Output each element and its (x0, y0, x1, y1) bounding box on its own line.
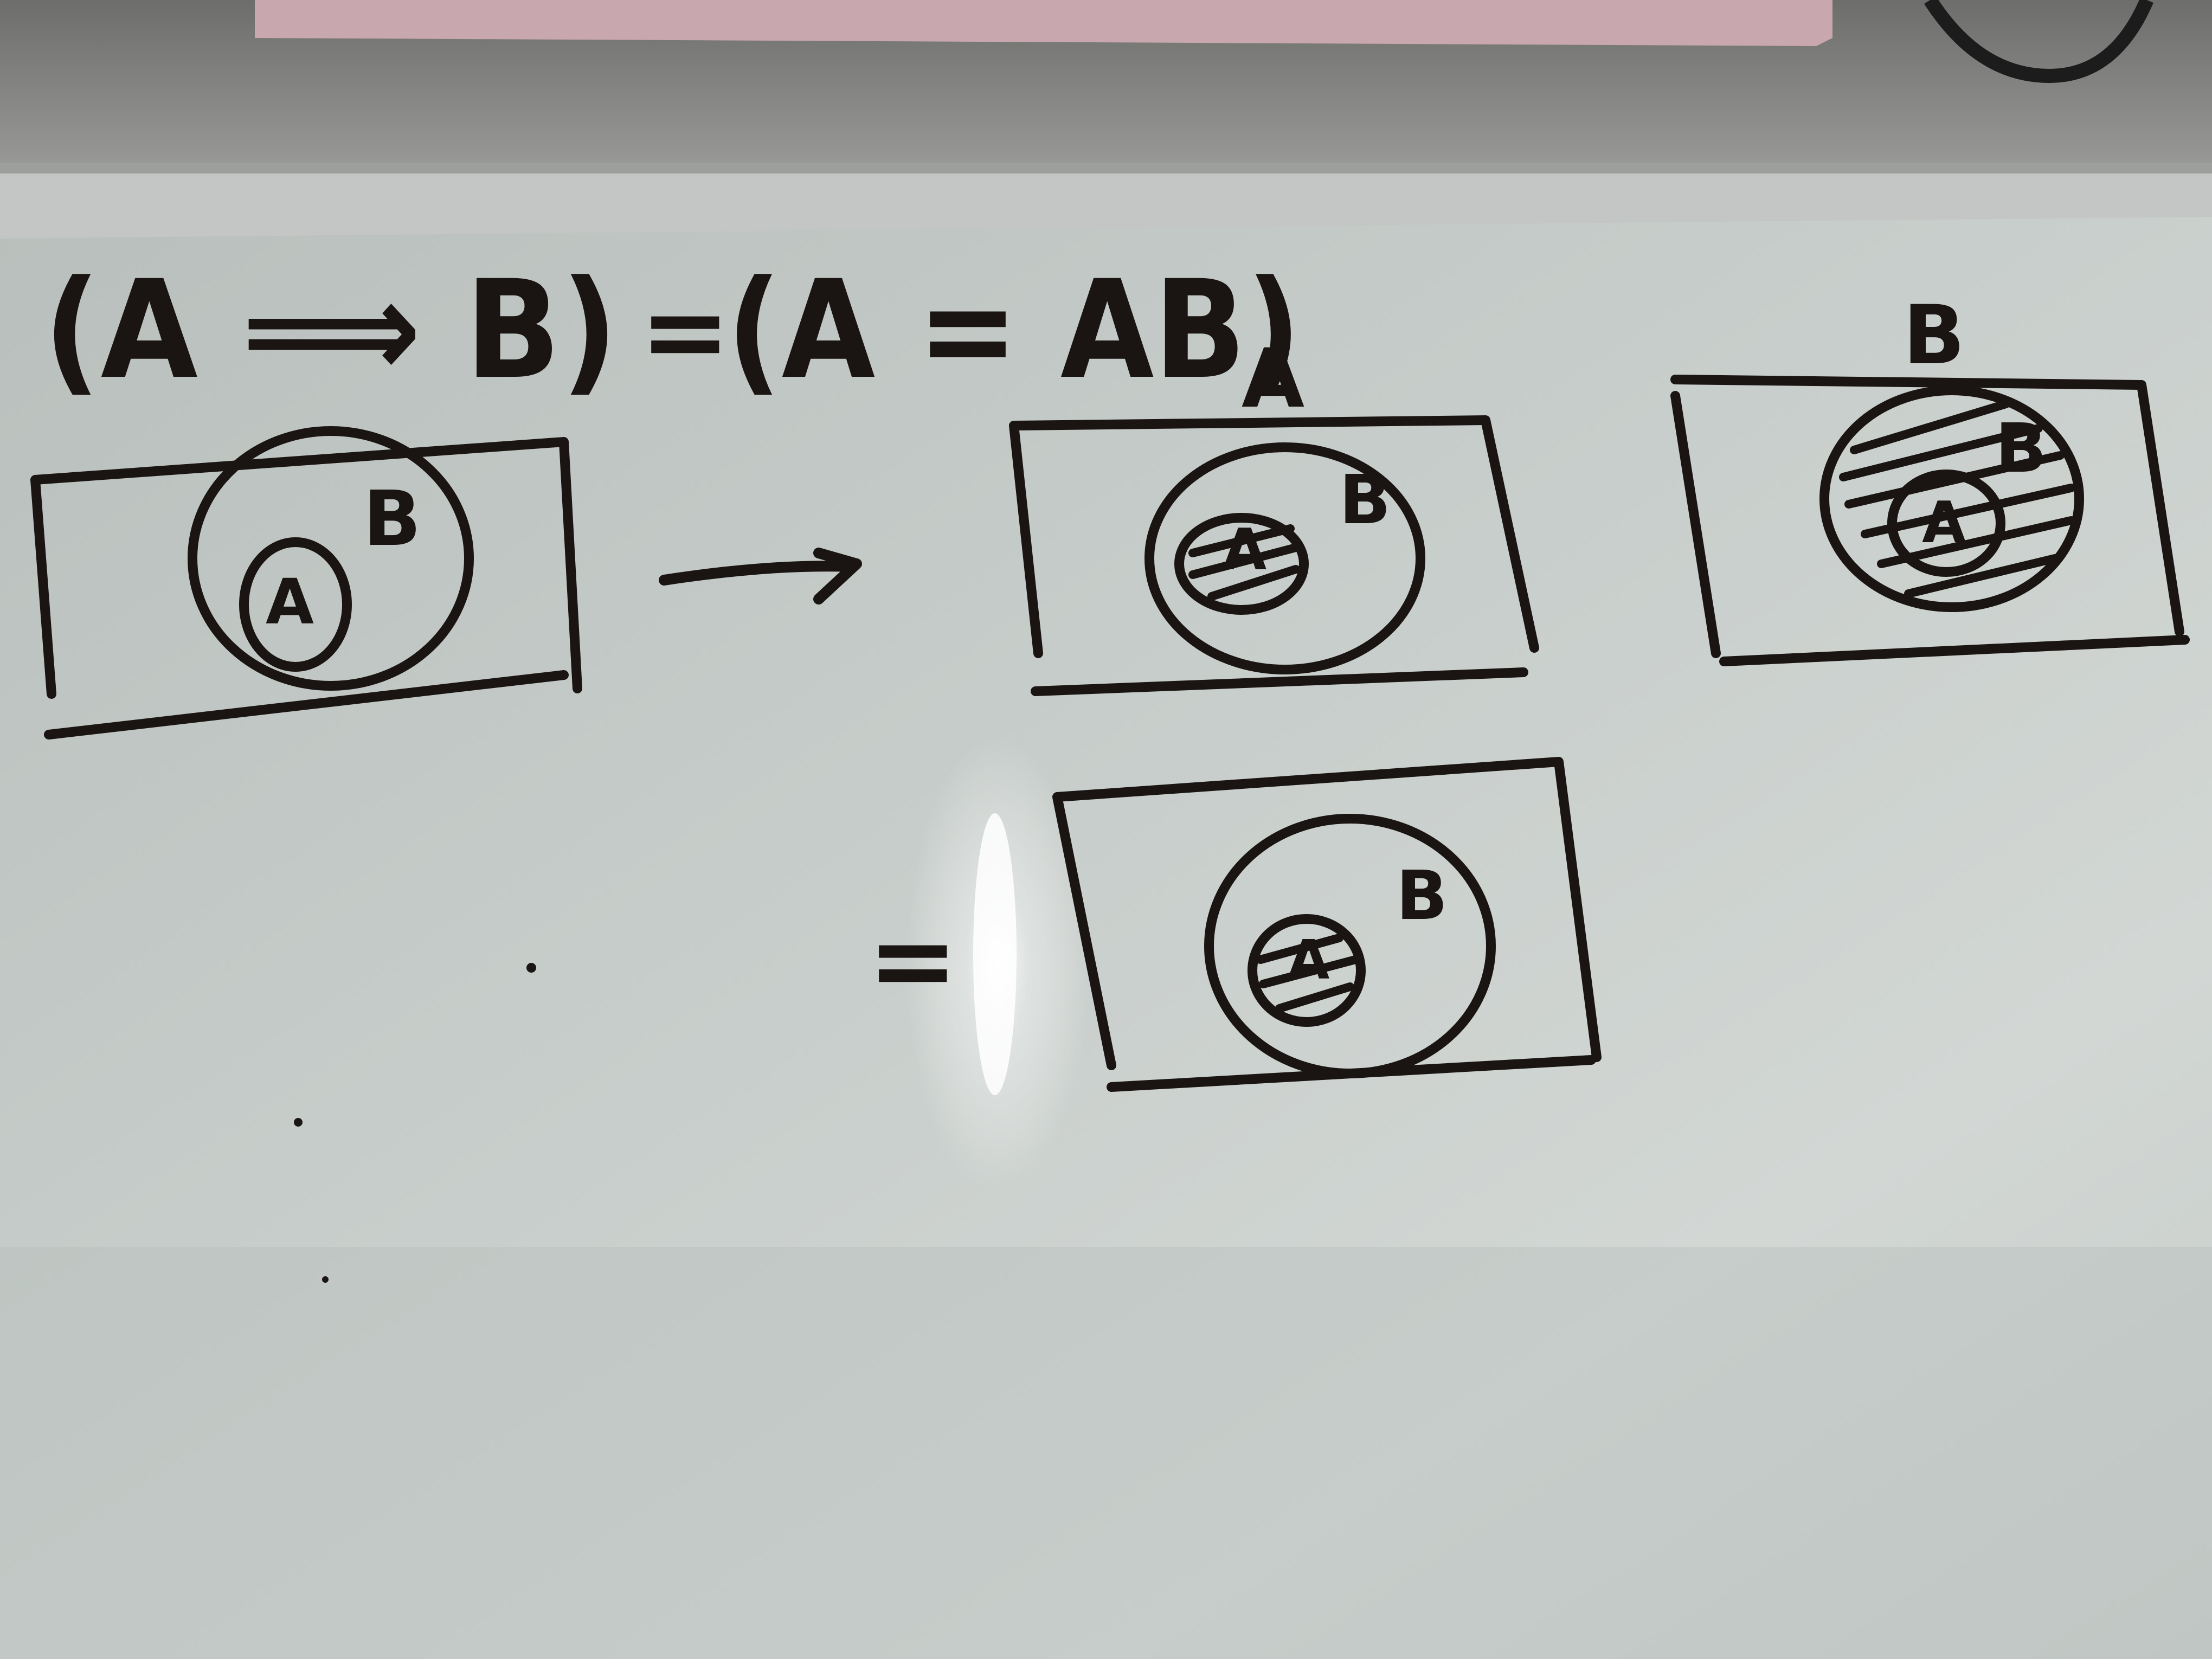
outer-set-label: B (363, 475, 421, 563)
venn-diagram-highlight-a: A A B (1009, 332, 1539, 696)
diagram-top-label: A (1242, 332, 1304, 426)
hatching (1256, 934, 1360, 1013)
board-surface (0, 217, 2212, 1659)
hatching (1839, 400, 2075, 598)
pink-box (255, 0, 1832, 46)
diagram-frame (30, 437, 582, 740)
inner-set-circle (1248, 914, 1366, 1027)
inner-set-circle (1174, 513, 1309, 615)
equals-sign: = (867, 897, 959, 1024)
outer-set-label: B (1995, 409, 2047, 488)
hatching (1188, 524, 1300, 601)
board-speck (526, 963, 536, 973)
outer-set-circle (1819, 385, 2084, 612)
diagram-frame (1670, 375, 2190, 666)
inner-set-label: A (1288, 928, 1329, 992)
diagram-frame (1009, 415, 1539, 696)
board-speck (294, 1118, 303, 1127)
formula: (A ⟹ B) = (A = AB) (43, 251, 1301, 409)
outer-set-circle (1144, 442, 1425, 674)
arrow-connector (659, 548, 862, 605)
formula-lhs: (A ⟹ B) (43, 251, 618, 409)
venn-diagram-result: A B (1052, 757, 1602, 1092)
inner-set-label: A (1922, 490, 1966, 556)
board-frame-shadow (0, 163, 2212, 173)
outer-set-circle (1204, 814, 1496, 1078)
equals-connector: = (867, 897, 959, 1024)
light-glare-core (973, 813, 1017, 1095)
lower-shade (0, 1247, 2212, 1659)
inner-set-circle (239, 537, 352, 672)
formula-equals: = (640, 268, 731, 395)
outer-set-label: B (1339, 461, 1391, 539)
venn-diagram-original: A B (30, 426, 582, 740)
inner-set-label: A (1223, 517, 1266, 583)
outer-set-label: B (1396, 857, 1448, 935)
inner-set-label: A (266, 566, 314, 639)
board-speck (322, 1276, 329, 1283)
inner-set-circle (1887, 470, 2005, 577)
outer-set-circle (188, 426, 474, 691)
cable (1924, 0, 2153, 83)
arrow-icon (659, 548, 862, 605)
diagram-top-label: B (1903, 288, 1965, 383)
venn-diagram-highlight-b: B A B (1670, 288, 2190, 666)
formula-rhs: (A = AB) (726, 251, 1301, 409)
